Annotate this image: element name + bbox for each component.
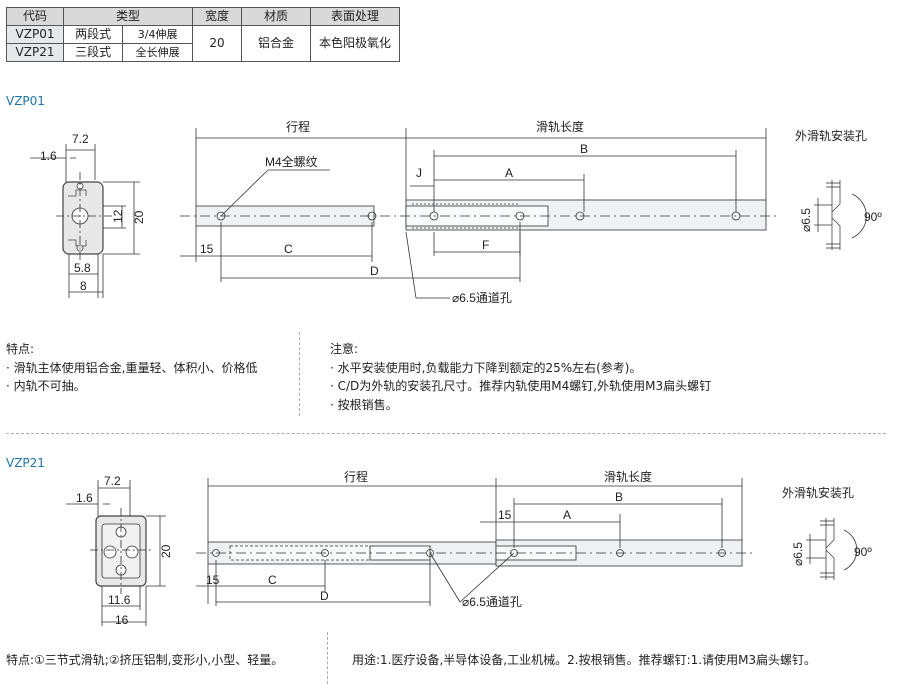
label-stroke: 行程: [286, 119, 310, 134]
features-title: 特点:: [6, 342, 35, 356]
header-width: 宽度: [192, 7, 242, 26]
section-title-vzp21: VZP21: [6, 456, 45, 470]
dim-b: B: [615, 490, 623, 504]
dim-8: 8: [80, 279, 87, 293]
dim-a: A: [563, 508, 571, 522]
features-block: 特点: · 滑轨主体使用铝合金,重量轻、体积小、价格低 · 内轨不可抽。: [6, 340, 257, 396]
row-ext: 3/4伸展: [122, 25, 193, 44]
vzp21-side-view: [196, 478, 756, 606]
dim-b: B: [580, 142, 588, 156]
feature-item: · 滑轨主体使用铝合金,重量轻、体积小、价格低: [6, 360, 258, 375]
width-value: 20: [192, 25, 242, 62]
section-divider: [6, 433, 886, 434]
header-surface: 表面处理: [310, 7, 400, 26]
countersink-detail: [806, 518, 858, 580]
vzp01-side-view: [180, 128, 780, 299]
surface-value: 本色阳极氧化: [310, 25, 400, 62]
material-value: 铝合金: [241, 25, 311, 62]
dim-90deg: 90º: [854, 545, 872, 559]
label-stroke: 行程: [344, 469, 368, 484]
dim-15-a: 15: [498, 508, 512, 522]
row-code: VZP01: [6, 25, 64, 44]
dim-a: A: [505, 166, 513, 180]
dim-16: 16: [115, 613, 129, 627]
label-outer-hole: 外滑轨安装孔: [795, 128, 867, 143]
vzp21-usage: 用途:1.医疗设备,半导体设备,工业机械。2.按根销售。推荐螺钉:1.请使用M3…: [352, 653, 817, 667]
divider: [299, 332, 300, 416]
dim-11-6: 11.6: [108, 593, 131, 607]
row-code: VZP21: [6, 43, 64, 62]
vzp01-cross-section: [30, 144, 140, 298]
row-stage: 三段式: [62, 43, 124, 62]
note-item: · 水平安装使用时,负载能力下降到额定的25%左右(参考)。: [330, 360, 642, 375]
dim-90deg: 90º: [864, 210, 882, 224]
label-hole: ⌀6.5通道孔: [452, 291, 512, 305]
divider: [327, 632, 328, 684]
dim-d: D: [370, 264, 379, 278]
dim-15: 15: [206, 573, 220, 587]
dim-1-6: 1.6: [76, 491, 93, 505]
header-type: 类型: [63, 7, 193, 26]
dim-6-5: ⌀6.5: [791, 542, 805, 566]
dim-20: 20: [159, 544, 173, 558]
label-m4: M4全螺纹: [265, 154, 318, 169]
dim-d: D: [320, 589, 329, 603]
row-ext: 全长伸展: [122, 43, 193, 62]
feature-item: · 内轨不可抽。: [6, 379, 86, 393]
dim-c: C: [268, 573, 277, 587]
notes-title: 注意:: [330, 342, 359, 356]
section-title-vzp01: VZP01: [6, 94, 45, 108]
dim-7-2: 7.2: [104, 474, 121, 488]
dim-5-8: 5.8: [74, 261, 91, 275]
countersink-detail: [814, 180, 867, 250]
label-hole: ⌀6.5通道孔: [462, 595, 522, 609]
dim-6-5: ⌀6.5: [799, 208, 813, 232]
dim-15: 15: [200, 242, 214, 256]
dim-c: C: [284, 242, 293, 256]
vzp21-features: 特点:①三节式滑轨;②挤压铝制,变形小,小型、轻量。: [6, 653, 284, 667]
dim-7-2: 7.2: [72, 132, 89, 146]
dim-1-6: 1.6: [40, 149, 57, 163]
vzp21-cross-section: [66, 480, 166, 626]
label-rail-length: 滑轨长度: [604, 469, 652, 484]
notes-block: 注意: · 水平安装使用时,负载能力下降到额定的25%左右(参考)。 · C/D…: [330, 340, 711, 414]
label-outer-hole: 外滑轨安装孔: [782, 485, 854, 500]
dim-12: 12: [111, 209, 125, 223]
header-code: 代码: [6, 7, 64, 26]
dim-j: J: [416, 166, 422, 180]
dim-f: F: [482, 238, 489, 252]
spec-table: 代码 类型 宽度 材质 表面处理 VZP01 两段式 3/4伸展 20 铝合金 …: [6, 7, 400, 62]
note-item: · C/D为外轨的安装孔尺寸。推荐内轨使用M4螺钉,外轨使用M3扁头螺钉: [330, 379, 712, 393]
label-rail-length: 滑轨长度: [536, 119, 584, 134]
note-item: · 按根销售。: [330, 397, 398, 412]
dim-20: 20: [132, 210, 146, 224]
